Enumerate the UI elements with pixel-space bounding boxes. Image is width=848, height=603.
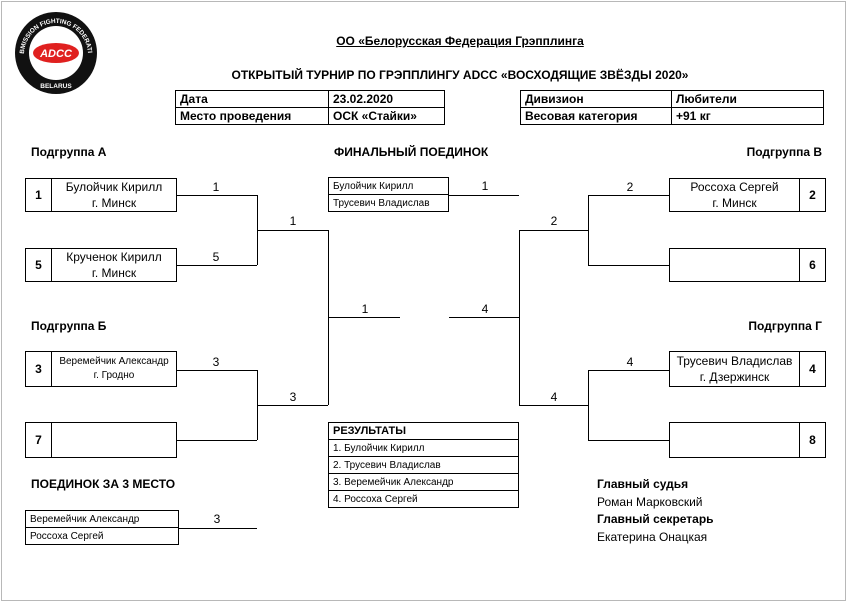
- bracket-line: [519, 405, 588, 406]
- fighter-city: г. Минск: [712, 196, 757, 210]
- judge-label: Главный судья: [597, 477, 689, 491]
- fighter-name: Россоха Сергей: [690, 180, 779, 194]
- federation-logo: ADCC SUBMISSION FIGHTING FEDERATION BELA…: [12, 6, 98, 95]
- score-final: 1: [481, 179, 489, 193]
- org-name: ОО «Белорусская Федерация Грэпплинга: [336, 34, 584, 48]
- seed-number: 2: [799, 179, 825, 211]
- score-a-winner: 1: [289, 214, 297, 228]
- bracket-line: [588, 265, 669, 266]
- final-match-table: Булойчик Кирилл Трусевич Владислав: [328, 177, 449, 212]
- date-label: Дата: [175, 90, 329, 108]
- group-v-label: Подгруппа В: [746, 145, 822, 159]
- seed-number: 3: [26, 352, 52, 386]
- bracket-line: [449, 317, 519, 318]
- bracket-line: [588, 370, 589, 440]
- venue-value: ОСК «Стайки»: [328, 107, 445, 125]
- date-value: 23.02.2020: [328, 90, 445, 108]
- venue-label: Место проведения: [175, 107, 329, 125]
- group-g-label: Подгруппа Г: [748, 319, 822, 333]
- bracket-line: [257, 405, 328, 406]
- bracket-line: [257, 230, 328, 231]
- result-item: 1. Булойчик Кирилл: [328, 439, 519, 457]
- seed-box-5: 5 Крученок Кирилл г. Минск: [25, 248, 177, 282]
- bracket-line: [588, 370, 669, 371]
- secretary-name: Екатерина Онацкая: [597, 530, 708, 544]
- bracket-line: [177, 440, 257, 441]
- bracket-line: [177, 265, 257, 266]
- result-item: 3. Веремейчик Александр: [328, 473, 519, 491]
- score-v-winner: 2: [550, 214, 558, 228]
- seed-number: 1: [26, 179, 52, 211]
- final-player-2: Трусевич Владислав: [328, 194, 449, 212]
- result-item: 2. Трусевич Владислав: [328, 456, 519, 474]
- seed-box-3: 3 Веремейчик Александр г. Гродно: [25, 351, 177, 387]
- fighter-city: г. Дзержинск: [699, 370, 770, 384]
- score-v1: 2: [626, 180, 634, 194]
- seed-box-7: 7: [25, 422, 177, 458]
- fighter-city: г. Гродно: [93, 370, 135, 381]
- bracket-line: [177, 195, 257, 196]
- seed-number: 5: [26, 249, 52, 281]
- fighter-name: Веремейчик Александр: [59, 356, 169, 367]
- bracket-line: [588, 440, 669, 441]
- bracket-line: [519, 230, 588, 231]
- fighter-city: г. Минск: [91, 196, 137, 210]
- bracket-line: [588, 195, 669, 196]
- score-a2: 5: [212, 250, 220, 264]
- bracket-line: [179, 528, 257, 529]
- bracket-line: [519, 230, 520, 405]
- score-g-winner: 4: [550, 390, 558, 404]
- group-a-label: Подгруппа А: [31, 145, 107, 159]
- final-title: ФИНАЛЬНЫЙ ПОЕДИНОК: [334, 145, 489, 159]
- third-player-2: Россоха Сергей: [25, 527, 179, 545]
- fighter-name: Булойчик Кирилл: [65, 180, 163, 194]
- score-b-winner: 3: [289, 390, 297, 404]
- seed-number: 6: [799, 249, 825, 281]
- bracket-line: [448, 195, 519, 196]
- logo-center-text: ADCC: [39, 48, 73, 60]
- logo-bottom-text: BELARUS: [40, 83, 72, 90]
- bracket-line: [328, 317, 400, 318]
- score-third: 3: [213, 512, 221, 526]
- score-left-final: 1: [361, 302, 369, 316]
- score-right-final: 4: [481, 302, 489, 316]
- weight-value: +91 кг: [671, 107, 824, 125]
- results-table: РЕЗУЛЬТАТЫ 1. Булойчик Кирилл 2. Трусеви…: [328, 422, 519, 508]
- seed-box-2: Россоха Сергей г. Минск 2: [669, 178, 826, 212]
- score-g1: 4: [626, 355, 634, 369]
- final-player-1: Булойчик Кирилл: [328, 177, 449, 195]
- division-value: Любители: [671, 90, 824, 108]
- seed-number: 8: [799, 423, 825, 457]
- fighter-city: г. Минск: [91, 266, 137, 280]
- score-b1: 3: [212, 355, 220, 369]
- seed-number: 4: [799, 352, 825, 386]
- bracket-line: [177, 370, 257, 371]
- result-item: 4. Россоха Сергей: [328, 490, 519, 508]
- results-title: РЕЗУЛЬТАТЫ: [328, 422, 519, 440]
- seed-number: 7: [26, 423, 52, 457]
- tournament-title: ОТКРЫТЫЙ ТУРНИР ПО ГРЭППЛИНГУ ADCC «ВОСХ…: [231, 68, 689, 82]
- group-b-label: Подгруппа Б: [31, 319, 107, 333]
- third-place-table: Веремейчик Александр Россоха Сергей: [25, 510, 179, 545]
- division-label: Дивизион: [520, 90, 672, 108]
- fighter-name: Трусевич Владислав: [676, 354, 793, 368]
- seed-box-4: Трусевич Владислав г. Дзержинск 4: [669, 351, 826, 387]
- bracket-line: [588, 195, 589, 265]
- seed-box-8: 8: [669, 422, 826, 458]
- seed-box-6: 6: [669, 248, 826, 282]
- seed-box-1: 1 Булойчик Кирилл г. Минск: [25, 178, 177, 212]
- third-player-1: Веремейчик Александр: [25, 510, 179, 528]
- judge-name: Роман Марковский: [597, 495, 703, 509]
- score-a1: 1: [212, 180, 220, 194]
- fighter-name: Крученок Кирилл: [66, 250, 162, 264]
- weight-label: Весовая категория: [520, 107, 672, 125]
- secretary-label: Главный секретарь: [597, 512, 714, 526]
- third-place-title: ПОЕДИНОК ЗА 3 МЕСТО: [31, 477, 176, 491]
